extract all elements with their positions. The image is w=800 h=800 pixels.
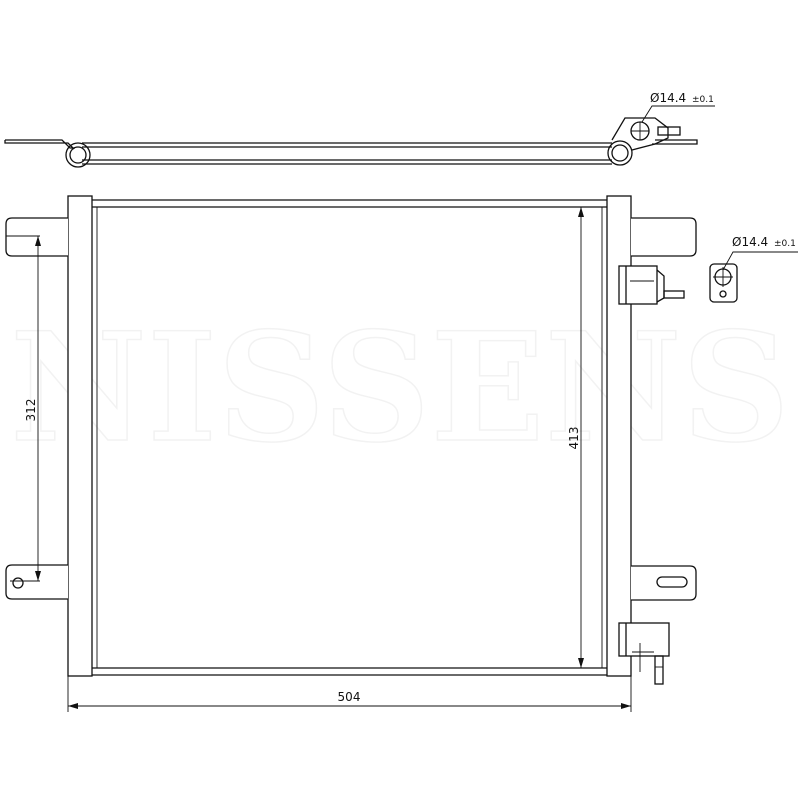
side-tolerance-label: ±0.1 [774, 239, 796, 249]
left-tank [67, 195, 93, 677]
side-diameter-leader [722, 251, 798, 271]
top-right-bracket [652, 139, 698, 145]
top-left-bracket [4, 139, 75, 150]
right-lower-bracket [631, 565, 697, 601]
left-lower-bracket [5, 564, 68, 600]
dimension-lines: 312 413 504 [24, 207, 632, 712]
right-lower-fitting [618, 622, 670, 657]
top-diameter-leader [641, 105, 715, 123]
dim-504-arrow-left [68, 703, 78, 709]
dim-413-arrow-bottom [578, 658, 584, 668]
top-right-endcap-outer [607, 140, 633, 166]
top-view: Ø14.4 ±0.1 [4, 91, 715, 168]
top-tolerance-label: ±0.1 [692, 95, 714, 105]
side-fitting-bolt [719, 290, 727, 298]
right-lower-fitting-stub [654, 655, 664, 685]
top-diameter-label: Ø14.4 [650, 91, 686, 105]
right-lower-bracket-slot [656, 576, 688, 588]
dim-413-arrow-top [578, 207, 584, 217]
dim-312-arrow-top [35, 236, 41, 246]
right-upper-bracket [631, 217, 697, 257]
left-lower-bracket-hole [12, 577, 24, 589]
front-view [5, 195, 697, 685]
dim-504-label: 504 [338, 690, 361, 704]
right-upper-fitting-stub [663, 290, 685, 299]
left-upper-bracket [5, 217, 68, 257]
top-fitting-stub [657, 126, 681, 136]
watermark: NISSENS [10, 300, 790, 476]
side-diameter-label: Ø14.4 [732, 235, 768, 249]
side-detail-view: Ø14.4 ±0.1 [709, 235, 798, 303]
dim-504-arrow-right [621, 703, 631, 709]
dim-413-label: 413 [567, 427, 581, 450]
top-left-endcap-inner [69, 146, 87, 164]
dim-312-label: 312 [24, 399, 38, 422]
right-upper-fitting [618, 265, 658, 305]
top-left-endcap-outer [65, 142, 91, 168]
dim-312-arrow-bottom [35, 571, 41, 581]
top-right-endcap-inner [611, 144, 629, 162]
right-upper-fitting-neck [656, 269, 665, 303]
